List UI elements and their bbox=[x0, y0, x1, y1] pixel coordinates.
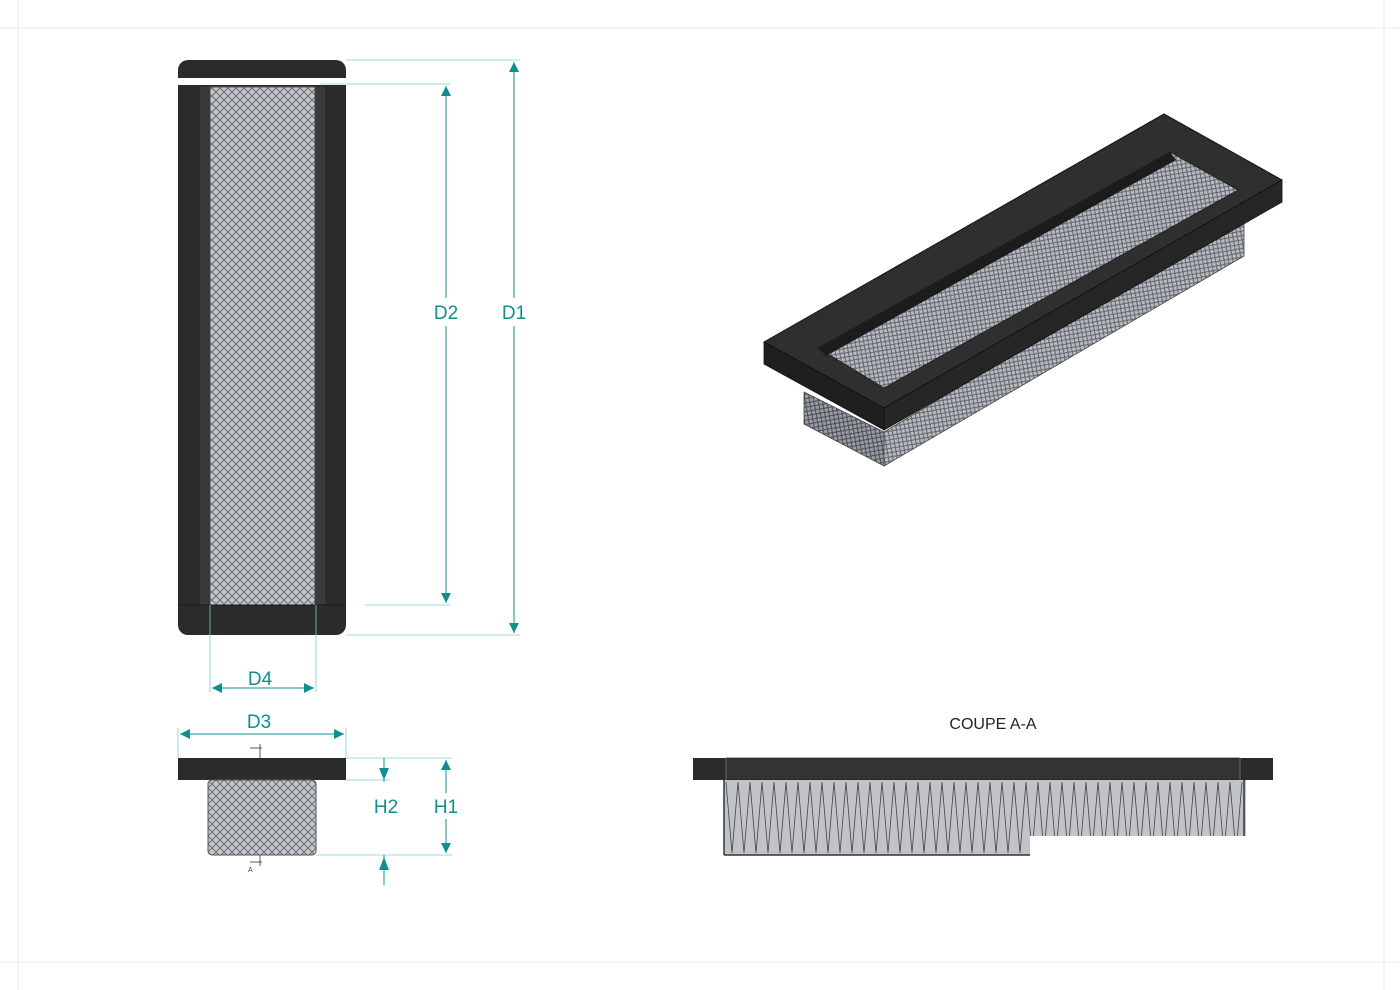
h2-label: H2 bbox=[374, 797, 398, 818]
side-view: A bbox=[178, 744, 346, 874]
section-mesh-cutout bbox=[1030, 836, 1250, 858]
frame-top-gap bbox=[178, 78, 346, 85]
section-marker: A bbox=[248, 867, 253, 874]
d2-label: D2 bbox=[434, 303, 458, 324]
h1-label: H1 bbox=[434, 797, 458, 818]
iso-inner-mesh bbox=[817, 151, 1240, 389]
d1-label: D1 bbox=[502, 303, 526, 324]
d4-label: D4 bbox=[248, 669, 273, 690]
side-dimensions: D3 H1 H2 bbox=[177, 712, 464, 885]
front-view bbox=[178, 60, 346, 635]
d3-label: D3 bbox=[247, 712, 271, 733]
mesh-panel bbox=[209, 86, 316, 606]
side-mesh bbox=[207, 779, 317, 856]
isometric-view bbox=[762, 113, 1284, 467]
frame-inner-right bbox=[315, 87, 325, 605]
section-title: COUPE A-A bbox=[949, 716, 1036, 733]
frame-inner-left bbox=[200, 87, 210, 605]
iso-flange-right bbox=[883, 179, 1283, 431]
side-frame bbox=[178, 758, 346, 780]
section-view: COUPE A-A bbox=[693, 716, 1273, 858]
section-pleats bbox=[725, 781, 1243, 854]
front-dimensions: D1 D2 D4 bbox=[209, 59, 535, 693]
